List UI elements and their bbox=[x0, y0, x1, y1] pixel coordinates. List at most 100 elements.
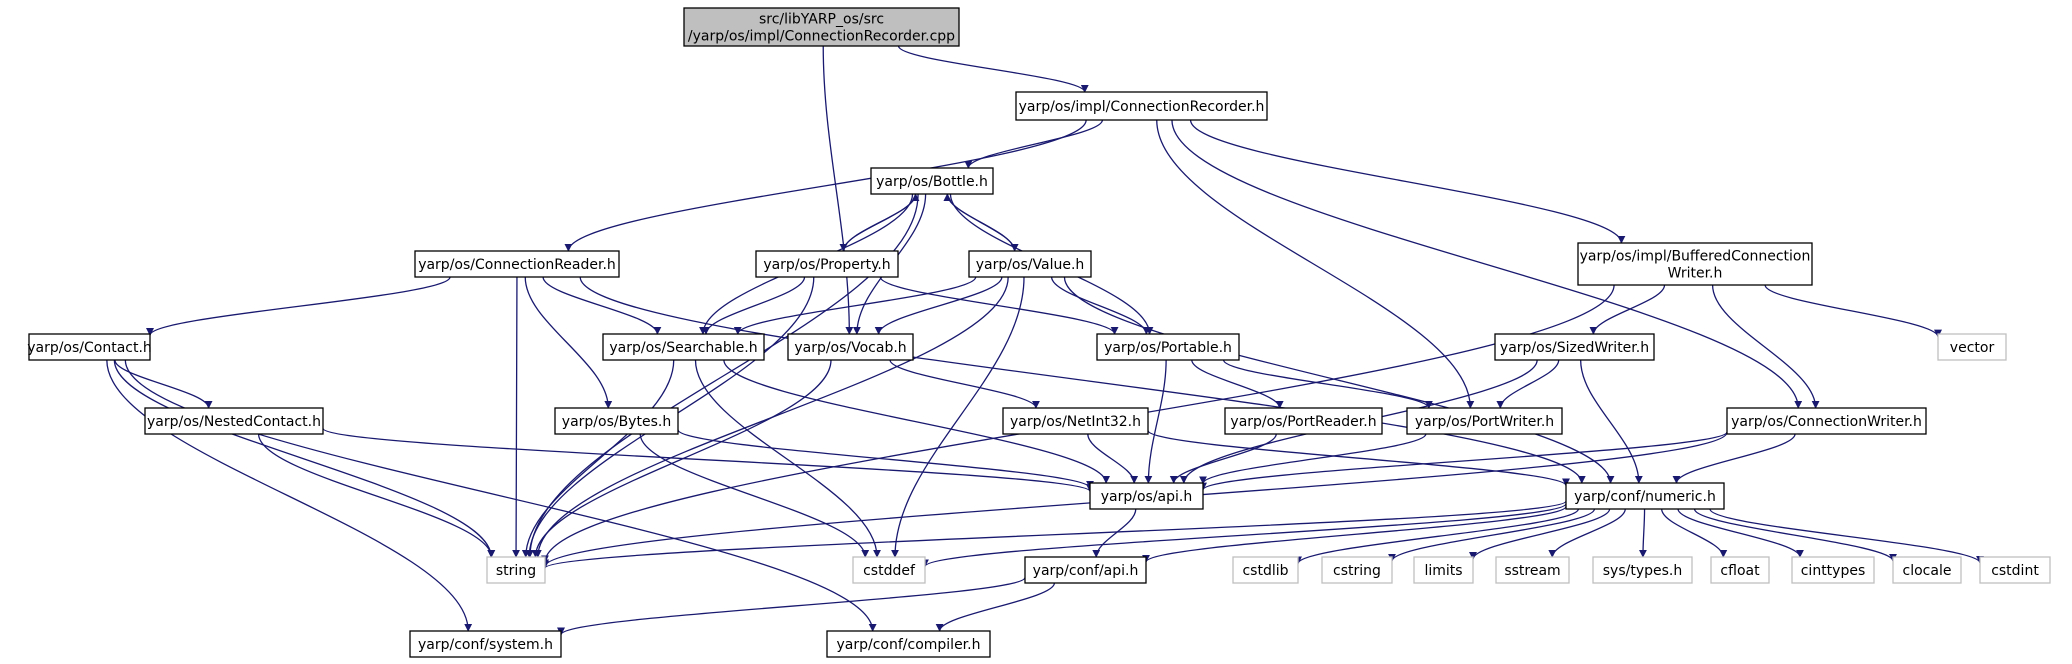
edge-value-to-searchable bbox=[733, 276, 977, 335]
edge-property-to-portable bbox=[879, 276, 1119, 335]
node-box bbox=[1321, 556, 1393, 584]
node-box bbox=[852, 556, 926, 584]
node-box bbox=[1096, 333, 1240, 361]
node-yarp-os-connectionreader-h[interactable]: yarp/os/ConnectionReader.h bbox=[414, 250, 620, 278]
node-label: cstddef bbox=[863, 563, 916, 579]
node-box bbox=[414, 250, 620, 278]
node-yarp-os-value-h[interactable]: yarp/os/Value.h bbox=[968, 250, 1092, 278]
node-label: sys/types.h bbox=[1603, 563, 1682, 579]
node-cfloat: cfloat bbox=[1710, 556, 1770, 584]
node-yarp-os-vocab-h[interactable]: yarp/os/Vocab.h bbox=[787, 333, 914, 361]
node-box bbox=[409, 630, 562, 658]
edge-confapi-to-compiler bbox=[935, 582, 1056, 632]
edge-buffered-to-sizedwriter bbox=[1589, 284, 1666, 335]
node-label: string bbox=[496, 563, 536, 579]
node-box bbox=[1592, 556, 1693, 584]
node-box bbox=[28, 333, 151, 361]
node-yarp-conf-compiler-h[interactable]: yarp/conf/compiler.h bbox=[826, 630, 991, 658]
edge-contact-to-nestedcontact bbox=[114, 359, 213, 409]
node-box bbox=[1024, 556, 1147, 584]
node-box bbox=[1015, 91, 1268, 121]
node-yarp-os-netint32-h[interactable]: yarp/os/NetInt32.h bbox=[1002, 407, 1149, 435]
edge-numeric-to-cstddef bbox=[921, 503, 1567, 568]
node-box bbox=[1089, 482, 1204, 510]
node-string: string bbox=[486, 556, 546, 584]
edge-connrec_h-to-buffered bbox=[1189, 119, 1626, 244]
node-yarp-os-contact-h[interactable]: yarp/os/Contact.h bbox=[27, 333, 152, 361]
node-yarp-os-nestedcontact-h[interactable]: yarp/os/NestedContact.h bbox=[144, 407, 324, 435]
edge-connreader-to-bytes bbox=[524, 276, 613, 409]
edge-numeric-to-systypes bbox=[1638, 508, 1647, 558]
edge-connreader-to-contact bbox=[146, 276, 451, 337]
edge-searchable-to-string bbox=[521, 359, 675, 558]
node-yarp-os-portable-h[interactable]: yarp/os/Portable.h bbox=[1096, 333, 1240, 361]
edge-searchable-to-cstddef bbox=[694, 359, 882, 558]
node-label: yarp/os/PortReader.h bbox=[1230, 414, 1376, 430]
node-label: yarp/os/Bottle.h bbox=[876, 174, 988, 190]
node-cstdint: cstdint bbox=[1979, 556, 2051, 584]
node-yarp-os-sizedwriter-h[interactable]: yarp/os/SizedWriter.h bbox=[1494, 333, 1655, 361]
edge-contact-to-compiler bbox=[124, 359, 877, 632]
node-box bbox=[554, 407, 679, 435]
edge-portable-to-osapi bbox=[1144, 359, 1167, 484]
node-yarp-os-bytes-h[interactable]: yarp/os/Bytes.h bbox=[554, 407, 679, 435]
edge-portable-to-portwriter bbox=[1222, 359, 1433, 409]
node-box bbox=[1937, 333, 2007, 361]
node-yarp-os-bottle-h[interactable]: yarp/os/Bottle.h bbox=[870, 167, 994, 195]
edge-connrec_h-to-bottle bbox=[964, 119, 1104, 169]
edge-numeric-to-cstdint bbox=[1709, 508, 1984, 564]
node-src-libyarp-os-src-yarp-os-impl-connectionrecorder-cpp[interactable]: src/libYARP_os/src/yarp/os/impl/Connecti… bbox=[683, 7, 960, 47]
edge-value-to-vocab bbox=[874, 276, 1003, 335]
node-box bbox=[602, 333, 765, 361]
node-yarp-os-property-h[interactable]: yarp/os/Property.h bbox=[755, 250, 899, 278]
edge-numeric-to-confapi bbox=[1142, 505, 1567, 563]
node-label: yarp/conf/api.h bbox=[1033, 563, 1139, 579]
edge-connreader-to-searchable bbox=[542, 276, 662, 335]
node-label: cstdlib bbox=[1242, 563, 1288, 579]
node-label: cstring bbox=[1333, 563, 1381, 579]
edge-root-to-connrec_h bbox=[897, 45, 1089, 93]
edge-numeric-to-cfloat bbox=[1661, 508, 1728, 558]
node-label: src/libYARP_os/src bbox=[759, 12, 884, 28]
edge-value-to-numeric bbox=[1063, 276, 1615, 484]
node-label: cinttypes bbox=[1801, 563, 1866, 579]
edge-connrec_h-to-connreader bbox=[564, 119, 1087, 252]
edge-value-to-portable bbox=[1050, 276, 1151, 335]
node-label: yarp/os/impl/BufferedConnection bbox=[1580, 249, 1811, 265]
node-yarp-os-api-h[interactable]: yarp/os/api.h bbox=[1089, 482, 1204, 510]
node-yarp-os-impl-connectionrecorder-h[interactable]: yarp/os/impl/ConnectionRecorder.h bbox=[1015, 91, 1268, 121]
edge-numeric-to-limits bbox=[1469, 508, 1611, 560]
node-yarp-os-portwriter-h[interactable]: yarp/os/PortWriter.h bbox=[1406, 407, 1563, 435]
edge-sizedwriter-to-numeric bbox=[1580, 359, 1643, 484]
node-label: clocale bbox=[1903, 563, 1952, 579]
node-label: yarp/os/Contact.h bbox=[27, 340, 152, 356]
edge-bytes-to-osapi bbox=[677, 429, 1094, 489]
node-yarp-conf-system-h[interactable]: yarp/conf/system.h bbox=[409, 630, 562, 658]
edge-connreader-to-numeric bbox=[579, 276, 1586, 484]
node-label: yarp/os/impl/ConnectionRecorder.h bbox=[1019, 99, 1265, 115]
node-yarp-os-searchable-h[interactable]: yarp/os/Searchable.h bbox=[602, 333, 765, 361]
edge-nestedcontact-to-string bbox=[257, 433, 496, 558]
node-label: limits bbox=[1424, 563, 1462, 579]
node-yarp-conf-numeric-h[interactable]: yarp/conf/numeric.h bbox=[1565, 482, 1725, 510]
edge-connreader-to-string bbox=[512, 276, 521, 558]
node-label: yarp/os/NestedContact.h bbox=[147, 414, 321, 430]
edge-numeric-to-clocale bbox=[1693, 508, 1897, 562]
edge-netint32-to-osapi bbox=[1087, 433, 1139, 484]
node-yarp-os-connectionwriter-h[interactable]: yarp/os/ConnectionWriter.h bbox=[1726, 407, 1927, 435]
node-cstddef: cstddef bbox=[852, 556, 926, 584]
node-limits: limits bbox=[1413, 556, 1474, 584]
node-box bbox=[755, 250, 899, 278]
edge-vocab-to-netint32 bbox=[889, 359, 1040, 409]
edge-portable-to-portreader bbox=[1191, 359, 1284, 409]
node-clocale: clocale bbox=[1892, 556, 1962, 584]
node-box bbox=[1002, 407, 1149, 435]
node-box bbox=[1406, 407, 1563, 435]
node-yarp-conf-api-h[interactable]: yarp/conf/api.h bbox=[1024, 556, 1147, 584]
node-box bbox=[1892, 556, 1962, 584]
node-label: yarp/conf/system.h bbox=[418, 637, 553, 653]
node-yarp-os-portreader-h[interactable]: yarp/os/PortReader.h bbox=[1224, 407, 1383, 435]
node-cstdlib: cstdlib bbox=[1232, 556, 1299, 584]
